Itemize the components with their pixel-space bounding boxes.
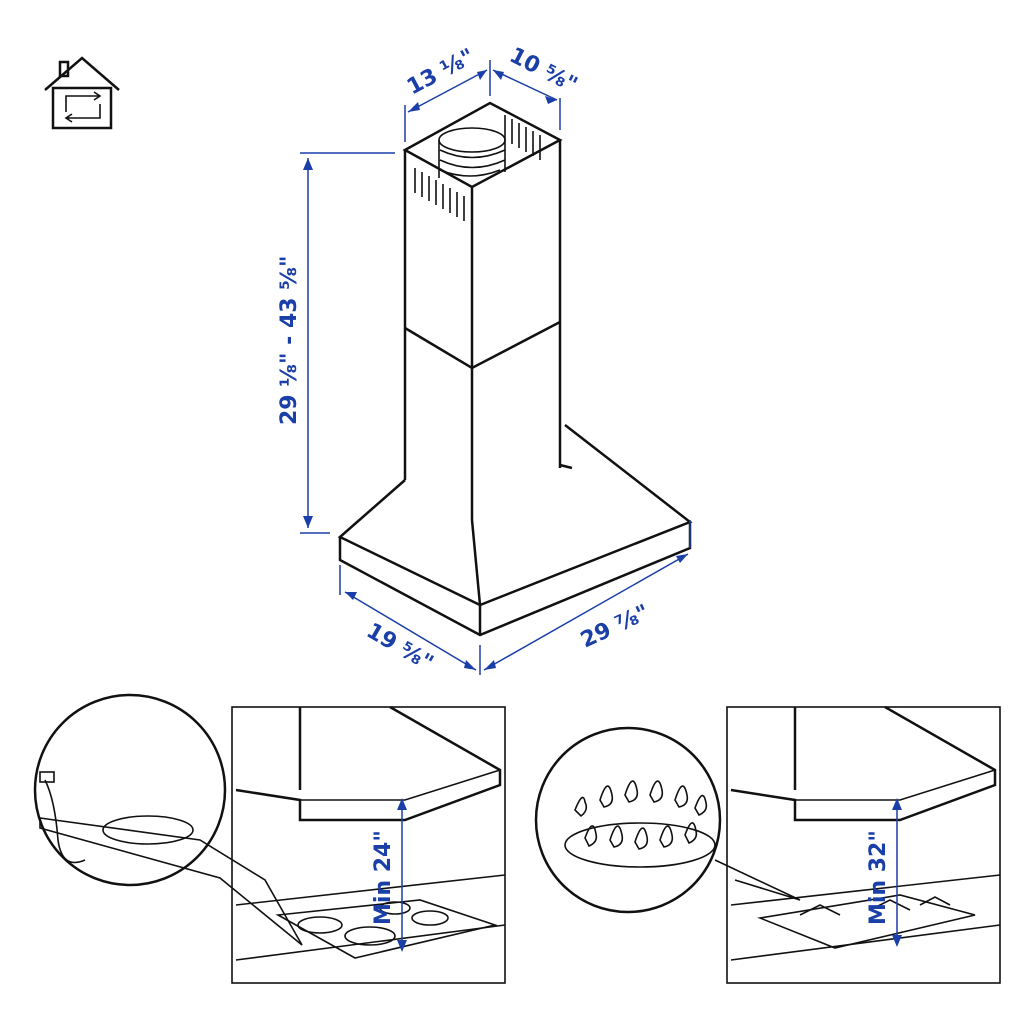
house-recirculation-icon xyxy=(44,56,120,130)
electric-cooktop-panel: Min 24" xyxy=(33,693,506,984)
min-32-label: Min 32" xyxy=(866,830,891,925)
dimension-lines xyxy=(300,60,691,675)
chimney xyxy=(402,101,563,520)
flame-icon xyxy=(574,780,708,850)
chimney-depth-label: 10 ⅝" xyxy=(505,43,581,98)
hood-width-label: 29 ⅞" xyxy=(577,600,653,653)
gas-cooktop-panel: Min 32" xyxy=(534,705,1001,984)
height-range-label: 29 ⅛" - 43 ⅝" xyxy=(277,256,302,425)
chimney-width-label: 13 ⅛" xyxy=(403,44,479,100)
hood-depth-label: 19 ⅝" xyxy=(362,619,437,677)
min-24-label: Min 24" xyxy=(371,830,396,925)
